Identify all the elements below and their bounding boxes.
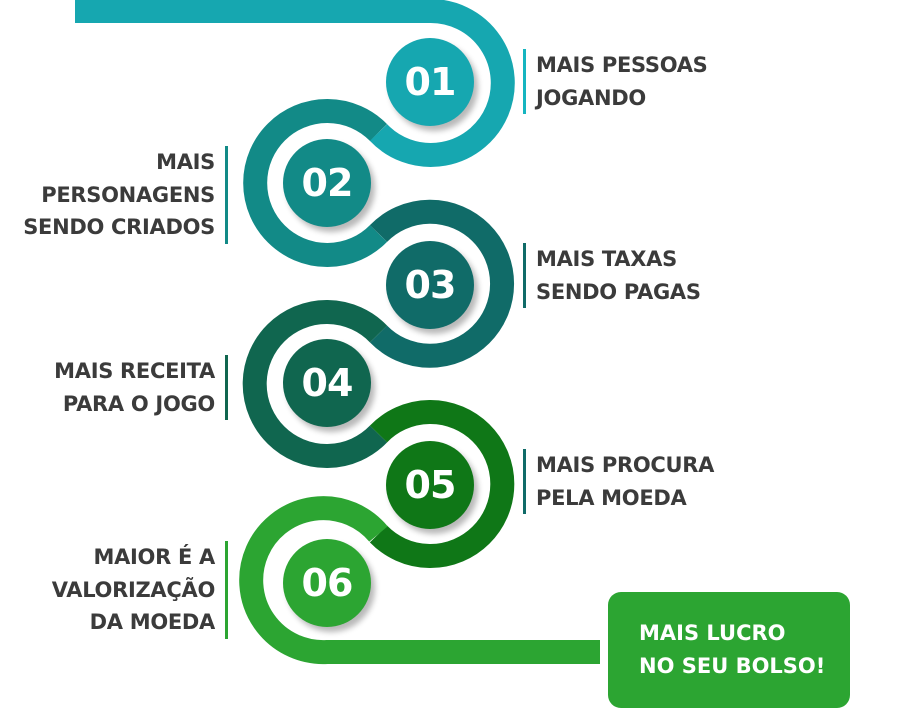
label-line: PELA MOEDA: [536, 485, 687, 510]
step-label-1: MAIS PESSOAS JOGANDO: [523, 49, 708, 114]
label-line: MAIS RECEITA: [54, 359, 215, 383]
label-line: DA MOEDA: [89, 610, 216, 634]
label-line: JOGANDO: [536, 85, 646, 110]
step-label-4: MAIS RECEITA PARA O JOGO: [54, 355, 228, 420]
result-line: MAIS LUCRO: [639, 621, 786, 645]
track-segment-4: [242, 300, 388, 468]
step-label-2: MAIS PERSONAGENS SENDO CRIADOS: [23, 146, 228, 244]
step-number-4: 04: [283, 339, 371, 427]
label-line: SENDO CRIADOS: [23, 215, 215, 239]
step-label-6: MAIOR É A VALORIZAÇÃO DA MOEDA: [52, 541, 228, 639]
label-line: MAIS TAXAS: [536, 247, 677, 271]
step-number-2: 02: [283, 139, 371, 227]
result-box: MAIS LUCRO NO SEU BOLSO!: [608, 592, 850, 708]
step-number-5: 05: [386, 441, 474, 529]
track-segment-5: [369, 400, 515, 568]
label-line: MAIS: [156, 150, 215, 174]
step-number-3: 03: [386, 241, 474, 329]
track-segment-2: [243, 99, 388, 267]
step-label-3: MAIS TAXAS SENDO PAGAS: [523, 243, 701, 308]
label-line: MAIS PESSOAS: [536, 53, 708, 77]
label-line: VALORIZAÇÃO: [51, 577, 216, 602]
track-segment-3: [369, 199, 514, 368]
label-line: MAIS PROCURA: [536, 453, 715, 477]
label-line: PARA O JOGO: [62, 391, 215, 416]
step-number-6: 06: [283, 539, 371, 627]
label-line: SENDO PAGAS: [536, 279, 701, 304]
step-label-5: MAIS PROCURA PELA MOEDA: [523, 449, 714, 514]
label-line: MAIOR É A: [93, 545, 215, 569]
track-segment-6: [239, 496, 600, 665]
track-segment-1: [75, 0, 515, 167]
label-line: PERSONAGENS: [41, 182, 215, 207]
result-line: NO SEU BOLSO!: [639, 654, 826, 678]
step-number-1: 01: [386, 38, 474, 126]
